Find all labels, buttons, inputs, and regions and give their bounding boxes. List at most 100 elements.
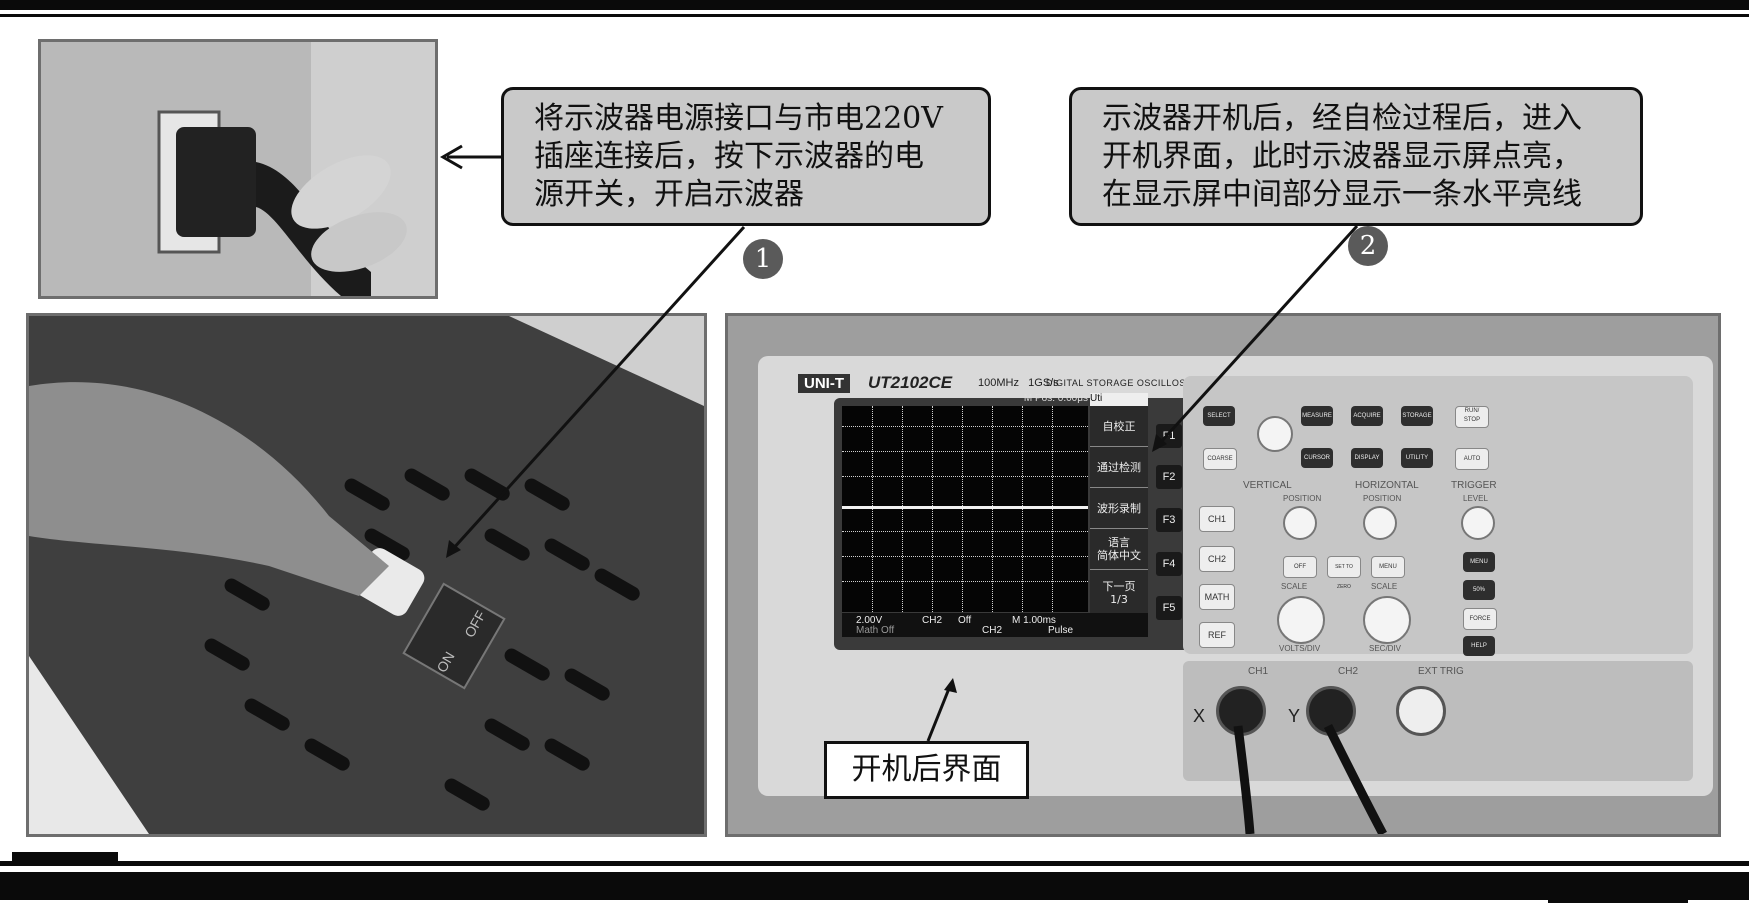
horizontal-scale-label: SCALE [1371, 582, 1398, 591]
control-panel: SELECT COARSE MEASURE ACQUIRE STORAGE RU… [1183, 376, 1693, 656]
ch2-bnc-connector[interactable] [1306, 686, 1356, 736]
ch2-button[interactable]: CH2 [1199, 546, 1235, 572]
waveform-screen [842, 406, 1088, 612]
ch2-label: CH2 [922, 615, 943, 626]
arrow-to-interface [926, 685, 952, 742]
display-button[interactable]: DISPLAY [1351, 448, 1383, 468]
f2-button[interactable]: F2 [1156, 465, 1182, 489]
x-input-label: X [1193, 706, 1206, 726]
arrow-head-screen [1152, 434, 1167, 452]
help-button[interactable]: HELP [1463, 636, 1495, 656]
callout-step-1: 将示波器电源接口与市电220V 插座连接后，按下示波器的电 源开关，开启示波器 [501, 87, 991, 226]
trigger-level-knob[interactable] [1461, 506, 1495, 540]
trigger-mode: Pulse [1048, 625, 1074, 636]
math-status: Math Off [856, 625, 895, 636]
grid-line [932, 406, 933, 612]
bottom-short-rule [12, 852, 118, 861]
math-button[interactable]: MATH [1199, 584, 1235, 610]
grid-line [842, 476, 1088, 477]
vertical-position-label: POSITION [1283, 494, 1322, 503]
ext-trig-label: EXT TRIG [1418, 666, 1464, 677]
vertical-scale-label: SCALE [1281, 582, 1308, 591]
screen-top-readout: M Pos: 0.00μs [842, 393, 1088, 407]
horizontal-section-label: HORIZONTAL [1355, 480, 1419, 491]
callout-step-2: 示波器开机后，经自检过程后，进入 开机界面，此时示波器显示屏点亮， 在显示屏中间… [1069, 87, 1643, 226]
measure-button[interactable]: MEASURE [1301, 406, 1333, 426]
multipurpose-knob[interactable] [1257, 416, 1293, 452]
power-switch-photo: OFF ON [26, 313, 707, 837]
menu-title: Uti [1090, 393, 1148, 407]
grid-line [842, 451, 1088, 452]
vertical-section-label: VERTICAL [1243, 480, 1292, 491]
trigger-menu-button[interactable]: MENU [1463, 552, 1495, 572]
horizontal-position-knob[interactable] [1363, 506, 1397, 540]
set-to-zero-button[interactable]: SET TO ZERO [1327, 556, 1361, 590]
ch1-button[interactable]: CH1 [1199, 506, 1235, 532]
sec-div-label: SEC/DIV [1369, 644, 1402, 653]
grid-line [842, 531, 1088, 532]
grid-line [902, 406, 903, 612]
brand-logo: UNI-T [798, 374, 850, 393]
arrow-head-switch [446, 540, 461, 558]
cursor-button[interactable]: CURSOR [1301, 448, 1333, 468]
grid-line [1052, 406, 1053, 612]
f4-button[interactable]: F4 [1156, 552, 1182, 576]
grid-line [872, 406, 873, 612]
ref-button[interactable]: REF [1199, 622, 1235, 648]
menu-item-pass-fail[interactable]: 通过检测 [1090, 447, 1148, 488]
m-pos-readout: M Pos: 0.00μs [1023, 393, 1088, 404]
menu-item-language[interactable]: 语言 简体中文 [1090, 529, 1148, 570]
volts-div-knob[interactable] [1277, 596, 1325, 644]
grid-line [962, 406, 963, 612]
trigger-source: CH2 [982, 625, 1003, 636]
bottom-rule-thin [0, 861, 1749, 866]
grid-line [1022, 406, 1023, 612]
oscilloscope-photo: UNI-T UT2102CE 100MHz 1GS/s DIGITAL STOR… [725, 313, 1721, 837]
grid-line [842, 426, 1088, 427]
coarse-button[interactable]: COARSE [1203, 448, 1237, 470]
corner-tab [1548, 888, 1688, 903]
off-button[interactable]: OFF [1283, 556, 1317, 578]
menu-item-next-page[interactable]: 下一页 1/3 [1090, 570, 1148, 616]
step-badge-2: 2 [1348, 226, 1388, 266]
horizontal-menu-button[interactable]: MENU [1371, 556, 1405, 578]
run-stop-button[interactable]: RUN/ STOP [1455, 406, 1489, 428]
ch1-input-label: CH1 [1248, 666, 1269, 677]
select-button[interactable]: SELECT [1203, 406, 1235, 426]
grid-line [842, 556, 1088, 557]
utility-button[interactable]: UTILITY [1401, 448, 1433, 468]
fifty-percent-button[interactable]: 50% [1463, 580, 1495, 600]
arrow-to-screen [1158, 224, 1359, 445]
acquire-button[interactable]: ACQUIRE [1351, 406, 1383, 426]
bottom-rule-thick [0, 872, 1749, 900]
vertical-position-knob[interactable] [1283, 506, 1317, 540]
trigger-section-label: TRIGGER [1451, 480, 1497, 491]
arrow-to-switch [450, 225, 746, 552]
model-name: UT2102CE [868, 373, 953, 392]
menu-item-record[interactable]: 波形录制 [1090, 488, 1148, 529]
side-menu: 自校正 通过检测 波形录制 语言 简体中文 下一页 1/3 [1090, 406, 1148, 616]
sec-div-knob[interactable] [1363, 596, 1411, 644]
f3-button[interactable]: F3 [1156, 508, 1182, 532]
bandwidth: 100MHz [978, 377, 1019, 389]
probe-cables [1233, 723, 1387, 834]
y-input-label: Y [1288, 706, 1301, 726]
status-bar: 2.00V CH2 Off M 1.00ms Math Off CH2 Puls… [842, 613, 1148, 637]
top-rule-thick [0, 0, 1749, 10]
volts-div-label: VOLTS/DIV [1279, 644, 1321, 653]
storage-button[interactable]: STORAGE [1401, 406, 1433, 426]
power-switch-illustration [29, 316, 704, 834]
power-plug-photo [38, 39, 438, 299]
step-badge-1: 1 [743, 239, 783, 279]
horizontal-trace [842, 506, 1088, 509]
force-button[interactable]: FORCE [1463, 608, 1497, 630]
type-label: DIGITAL STORAGE OSCILLOSCOPE [1046, 378, 1214, 388]
specs-label: 100MHz 1GS/s [978, 377, 1059, 389]
ch2-input-label: CH2 [1338, 666, 1359, 677]
menu-item-self-cal[interactable]: 自校正 [1090, 406, 1148, 447]
ext-trig-connector[interactable] [1396, 686, 1446, 736]
f5-button[interactable]: F5 [1156, 596, 1182, 620]
auto-button[interactable]: AUTO [1455, 448, 1489, 470]
power-plug-illustration [41, 42, 435, 296]
